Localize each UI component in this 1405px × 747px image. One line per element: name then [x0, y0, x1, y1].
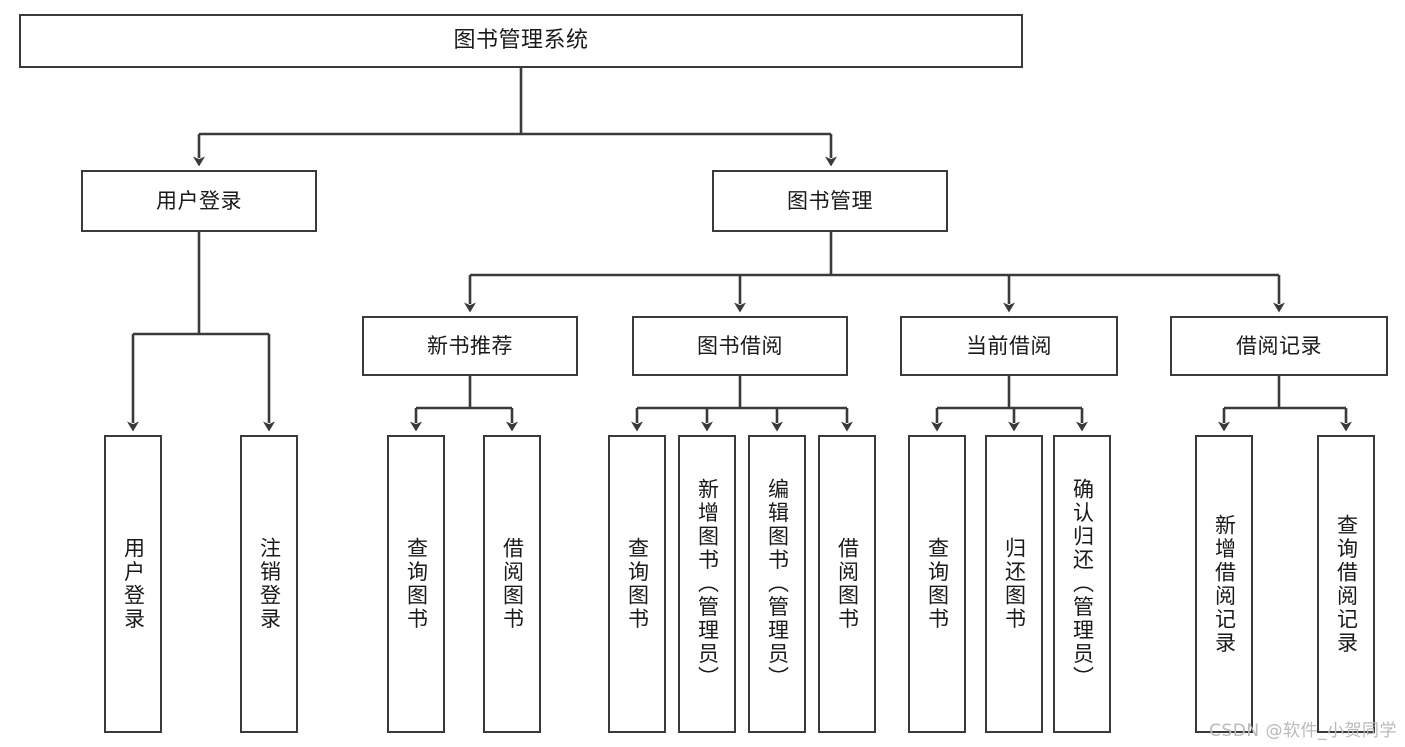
node-new-book-recommendation[interactable]: 新书推荐 [362, 316, 578, 376]
node-book-management[interactable]: 图书管理 [712, 170, 948, 232]
edge-book-manage-to-level3 [464, 232, 1285, 313]
node-leaf-return-book[interactable]: 归还图书 [985, 435, 1043, 733]
node-root-system[interactable]: 图书管理系统 [19, 14, 1023, 68]
node-book-borrowing[interactable]: 图书借阅 [632, 316, 848, 376]
node-leaf-user-logout-label: 注销登录 [257, 537, 282, 631]
node-leaf-return-book-label: 归还图书 [1002, 537, 1027, 631]
node-user-login[interactable]: 用户登录 [81, 170, 317, 232]
node-leaf-user-logout[interactable]: 注销登录 [240, 435, 298, 733]
node-leaf-query-book-1[interactable]: 查询图书 [387, 435, 445, 733]
node-root-system-label: 图书管理系统 [453, 28, 589, 54]
node-borrowing-record-label: 借阅记录 [1236, 333, 1322, 358]
node-current-borrowing[interactable]: 当前借阅 [900, 316, 1118, 376]
node-leaf-add-book-label: 新增图书（管理员） [695, 478, 720, 690]
node-leaf-add-book[interactable]: 新增图书（管理员） [678, 435, 736, 733]
edge-user-login-to-leaves [127, 232, 275, 432]
node-user-login-label: 用户登录 [156, 188, 242, 213]
node-leaf-add-borrow-record-label: 新增借阅记录 [1212, 513, 1237, 655]
edge-new-book-rec-to-leaves [410, 376, 518, 432]
node-leaf-query-book-1-label: 查询图书 [404, 537, 429, 631]
node-leaf-borrow-book-2[interactable]: 借阅图书 [818, 435, 876, 733]
node-borrowing-record[interactable]: 借阅记录 [1170, 316, 1388, 376]
node-leaf-edit-book-label: 编辑图书（管理员） [765, 478, 790, 690]
node-new-book-recommendation-label: 新书推荐 [427, 333, 513, 358]
node-leaf-borrow-book-2-label: 借阅图书 [835, 537, 860, 631]
watermark-text: CSDN @软件_小贺同学 [1209, 721, 1397, 741]
node-leaf-query-book-2[interactable]: 查询图书 [608, 435, 666, 733]
node-leaf-query-book-2-label: 查询图书 [625, 537, 650, 631]
node-leaf-add-borrow-record[interactable]: 新增借阅记录 [1195, 435, 1253, 733]
edge-borrow-record-to-leaves [1218, 376, 1352, 432]
node-leaf-query-borrow-record-label: 查询借阅记录 [1334, 513, 1359, 655]
node-leaf-user-login-label: 用户登录 [121, 537, 146, 631]
node-leaf-confirm-return-label: 确认归还（管理员） [1070, 478, 1095, 690]
node-leaf-confirm-return[interactable]: 确认归还（管理员） [1053, 435, 1111, 733]
node-book-borrowing-label: 图书借阅 [697, 333, 783, 358]
edge-root-to-level2 [193, 68, 837, 167]
edge-current-borrow-to-leaves [931, 376, 1088, 432]
node-leaf-borrow-book-1-label: 借阅图书 [500, 537, 525, 631]
node-leaf-borrow-book-1[interactable]: 借阅图书 [483, 435, 541, 733]
edge-book-borrow-to-leaves [631, 376, 853, 432]
node-leaf-query-book-3-label: 查询图书 [925, 537, 950, 631]
node-leaf-edit-book[interactable]: 编辑图书（管理员） [748, 435, 806, 733]
node-leaf-user-login[interactable]: 用户登录 [104, 435, 162, 733]
node-leaf-query-borrow-record[interactable]: 查询借阅记录 [1317, 435, 1375, 733]
node-book-management-label: 图书管理 [787, 188, 873, 213]
node-current-borrowing-label: 当前借阅 [966, 333, 1052, 358]
node-leaf-query-book-3[interactable]: 查询图书 [908, 435, 966, 733]
